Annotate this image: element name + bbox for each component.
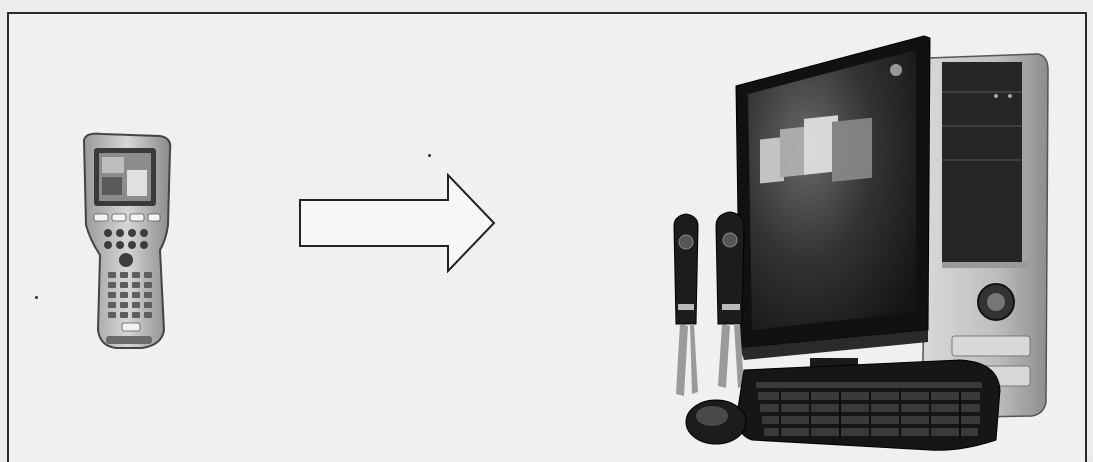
handheld-device-image: [82, 132, 172, 349]
scan-speck: [35, 296, 38, 299]
tower-case: [921, 53, 1049, 419]
transfer-arrow-icon: [299, 173, 496, 273]
desktop-computer-image: [673, 35, 1049, 451]
screen-windows: [760, 115, 872, 184]
scan-speck: [428, 154, 431, 157]
keyboard: [736, 359, 1001, 451]
monitor: [735, 35, 931, 390]
speakers: [673, 211, 745, 396]
mouse: [685, 399, 747, 445]
